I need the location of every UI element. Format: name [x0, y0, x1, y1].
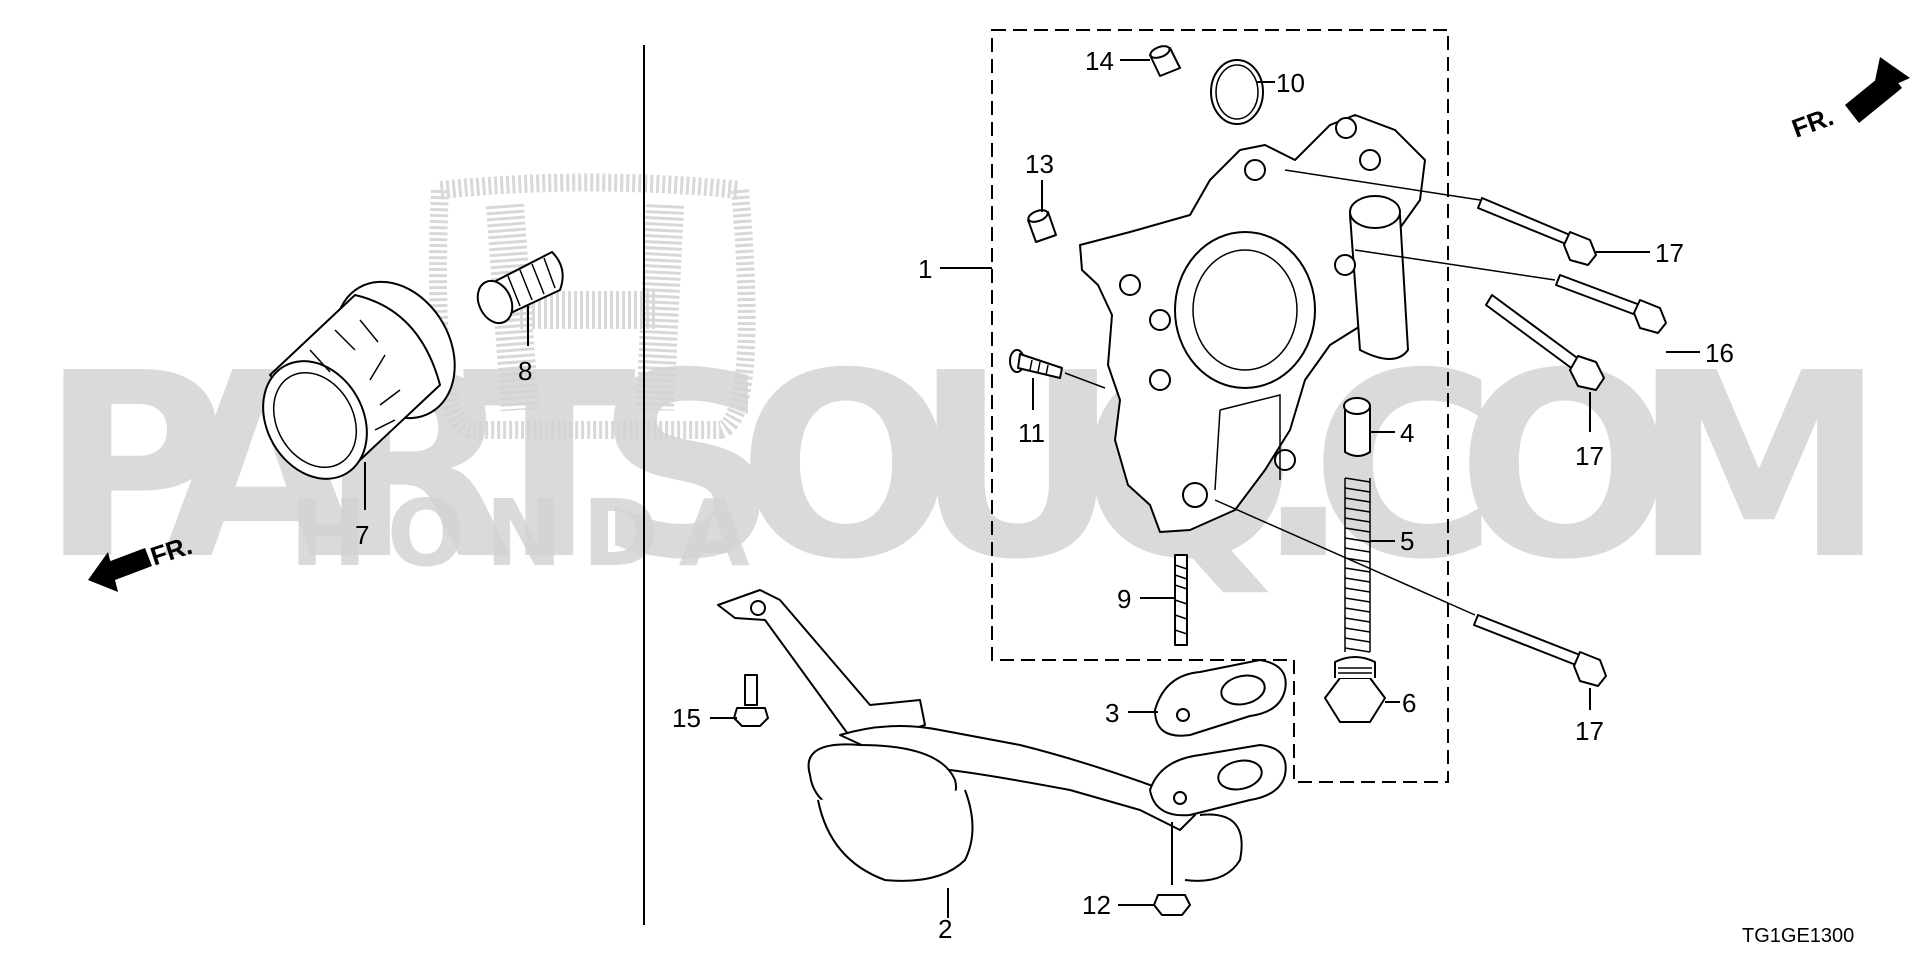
dowel-pin-13-part: [1027, 209, 1057, 243]
o-ring-part: [1210, 59, 1264, 125]
callout-2: 2: [938, 914, 952, 944]
gasket-part: [1154, 659, 1287, 737]
callout-6: 6: [1402, 688, 1416, 718]
callout-17b: 17: [1575, 441, 1604, 471]
front-arrow-right-icon: [1845, 57, 1910, 123]
dash-16: [1354, 249, 1556, 281]
callout-15: 15: [672, 703, 701, 733]
relief-spring-part: [1344, 477, 1371, 653]
callout-17c: 17: [1575, 716, 1604, 746]
oil-filter-part: [262, 280, 456, 480]
leader-11-dash: [1064, 372, 1106, 389]
filter-joint-part: [476, 251, 564, 325]
callout-13: 13: [1025, 149, 1054, 179]
callout-11: 11: [1018, 418, 1045, 448]
callout-16: 16: [1705, 338, 1734, 368]
relief-valve-part: [1343, 397, 1371, 457]
flange-nut-part: [1153, 822, 1191, 916]
dowel-pin-14-part: [1149, 45, 1181, 77]
screw-part: [1009, 349, 1063, 379]
callout-10: 10: [1276, 68, 1305, 98]
callout-5: 5: [1400, 526, 1414, 556]
stud-bolt-part: [1174, 554, 1188, 646]
flange-bolt-17a-part: [1477, 197, 1597, 266]
diagram-code: TG1GE1300: [1742, 925, 1854, 947]
dash-17c: [1214, 499, 1476, 616]
callout-1: 1: [918, 254, 932, 284]
callout-4: 4: [1400, 418, 1414, 448]
flange-bolt-17b-part: [1485, 294, 1605, 391]
callout-17a: 17: [1655, 238, 1684, 268]
front-label-right: FR.: [1788, 101, 1838, 144]
callout-8: 8: [518, 356, 532, 386]
flange-bolt-15-part: [733, 674, 769, 727]
front-arrow-left-icon: [88, 548, 152, 592]
assembly-boundary: [991, 29, 1449, 783]
flange-bolt-16-part: [1555, 274, 1667, 334]
honda-watermark-text: HONDA: [290, 480, 770, 587]
dash-17a: [1284, 169, 1481, 201]
callout-9: 9: [1117, 584, 1131, 614]
oil-strainer-part: [717, 589, 1287, 882]
flange-bolt-17c-part: [1473, 614, 1607, 687]
callout-12: 12: [1082, 890, 1111, 920]
callout-14: 14: [1085, 46, 1114, 76]
callout-3: 3: [1105, 698, 1119, 728]
sealing-bolt-part: [1324, 656, 1386, 723]
callout-7: 7: [355, 520, 369, 550]
oil-pump-part: [1079, 114, 1426, 533]
